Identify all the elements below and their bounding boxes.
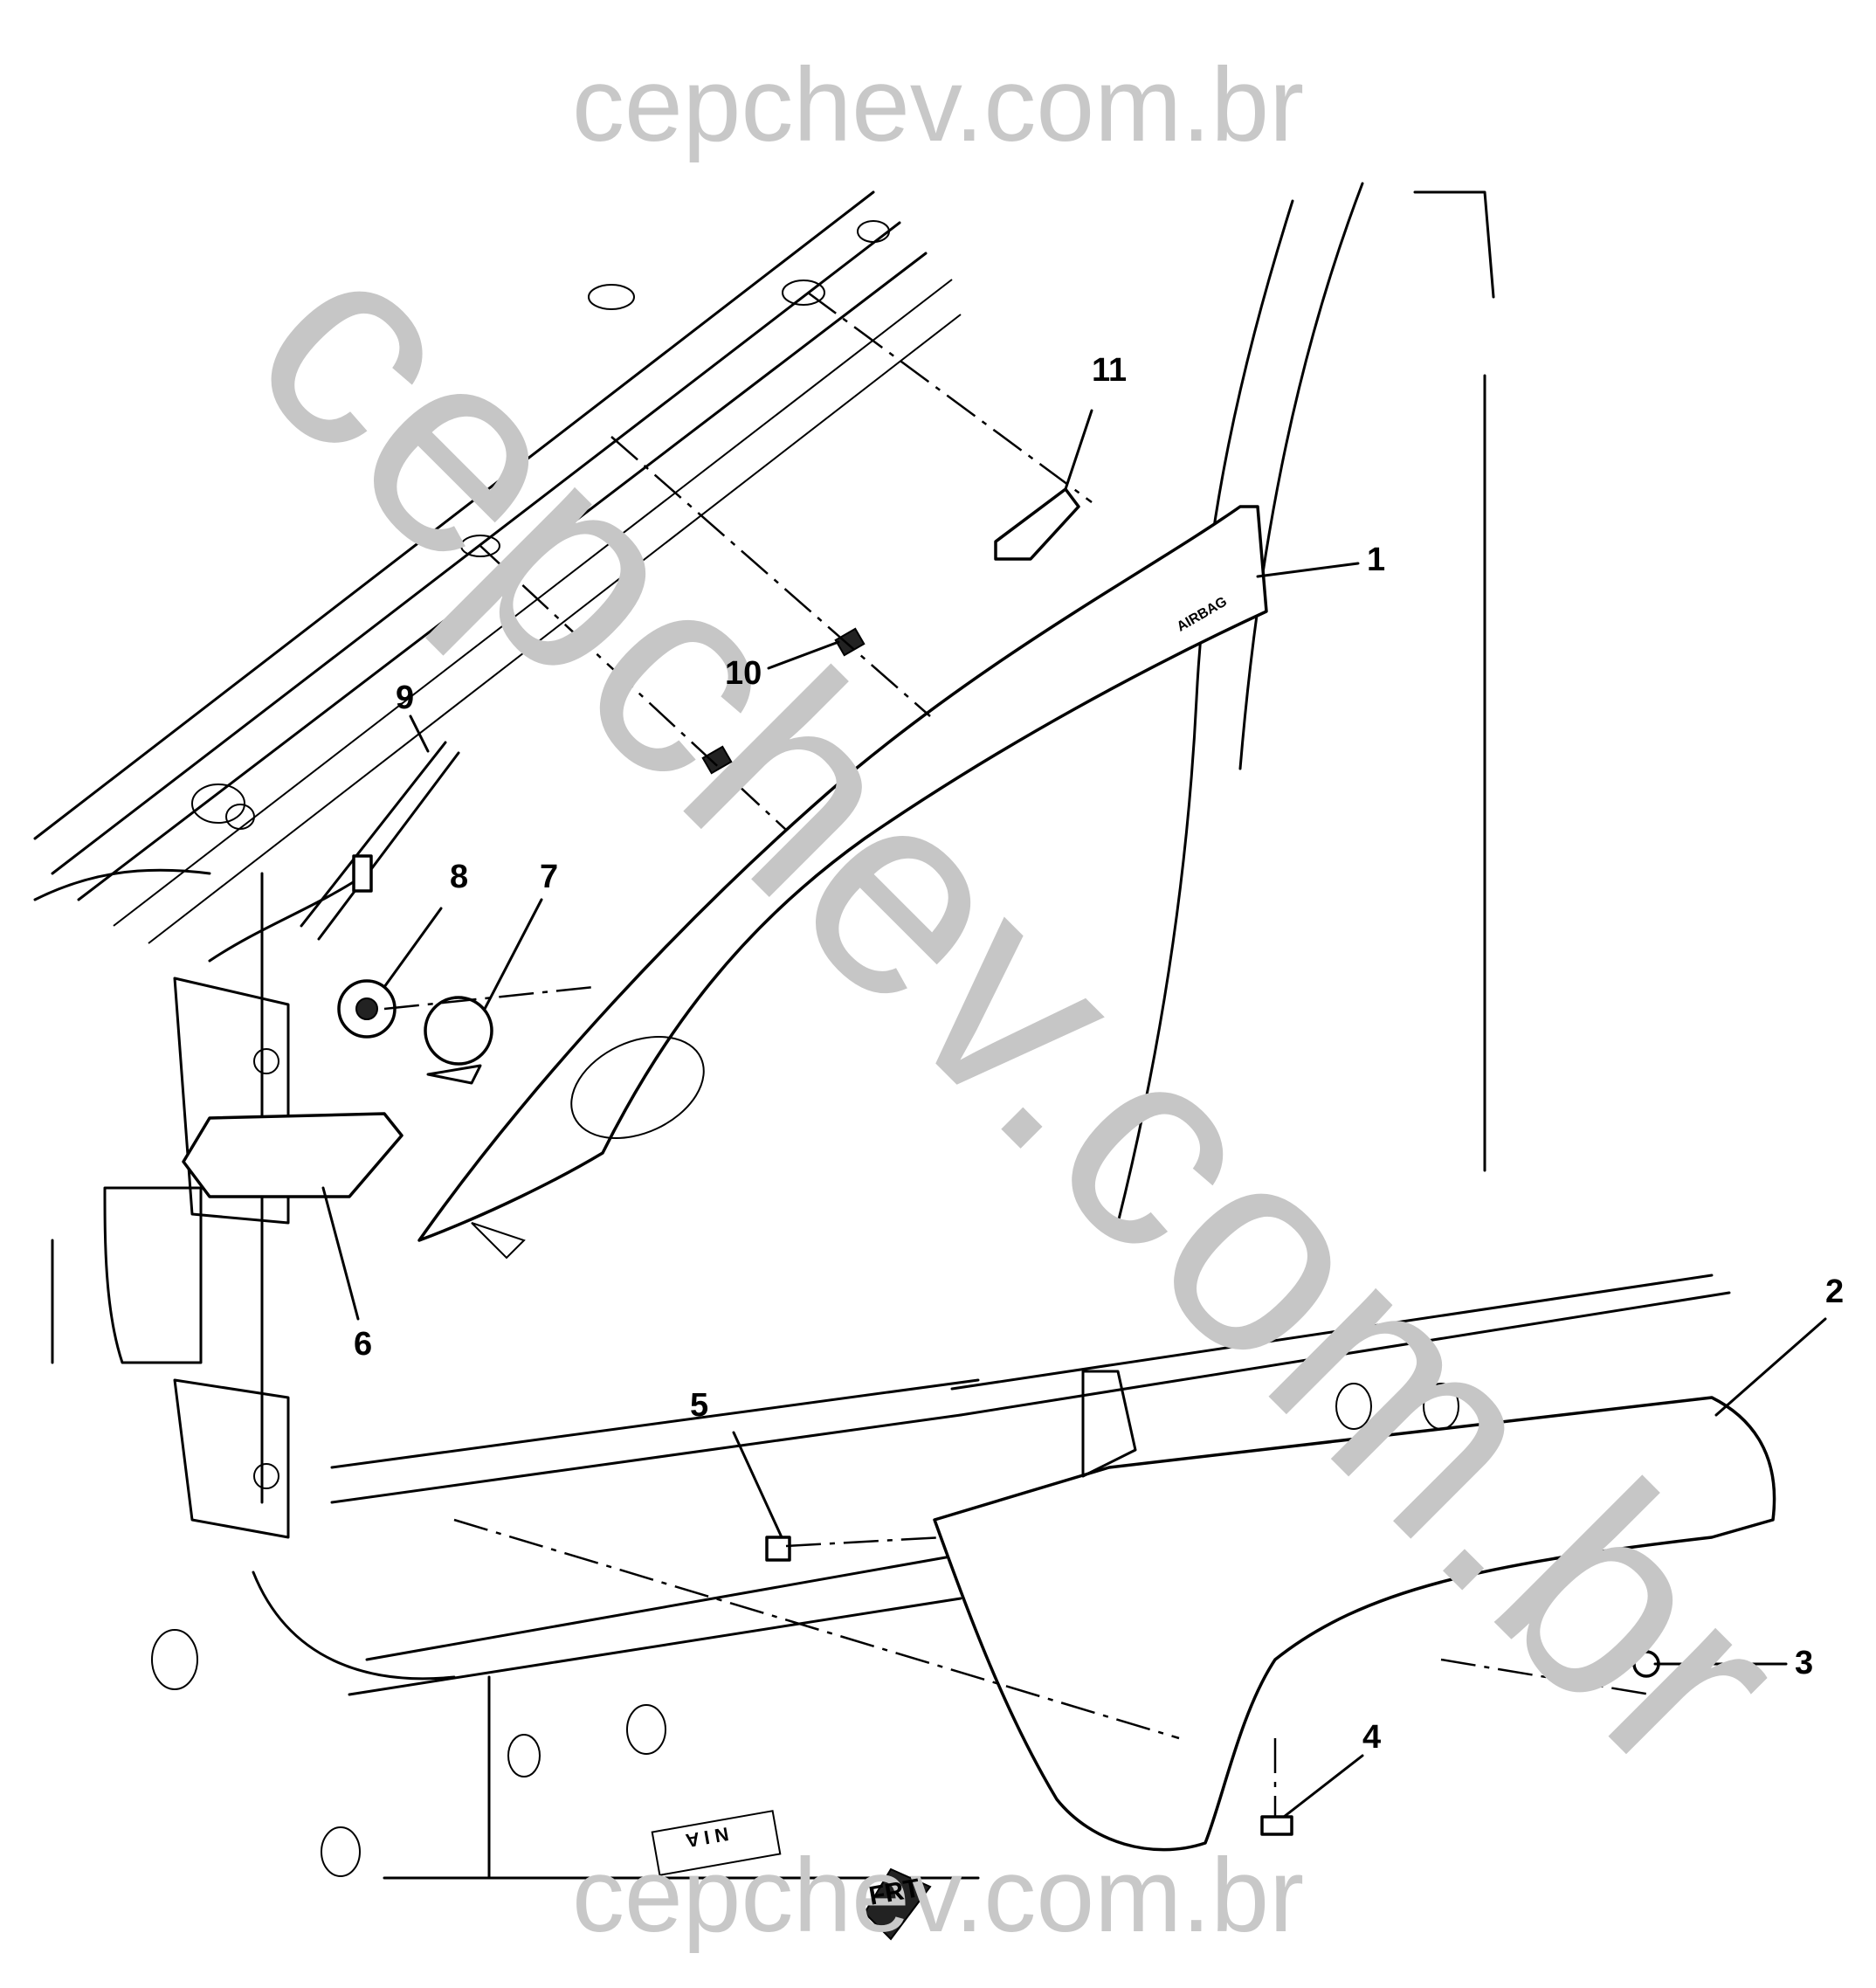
callout-8: 8 (450, 859, 469, 895)
leader-lines (321, 409, 1827, 1819)
speaker-grille (570, 1035, 705, 1140)
watermark-top: cepchev.com.br (571, 46, 1305, 163)
callout-9: 9 (396, 680, 415, 716)
clip-part-7 (424, 996, 493, 1085)
clip-part-8 (337, 979, 397, 1039)
callout-6: 6 (354, 1326, 373, 1363)
sill-plate-part (933, 1396, 1776, 1852)
roof-rail (33, 190, 962, 963)
body-structure (33, 182, 1731, 1880)
watermark-bottom: cepchev.com.br (571, 1837, 1305, 1954)
retainer-part-11 (994, 487, 1080, 561)
callout-3: 3 (1795, 1645, 1814, 1681)
callout-2: 2 (1825, 1274, 1845, 1310)
clip-part-10-lower (701, 745, 733, 775)
callout-1: 1 (1367, 542, 1386, 578)
assembly-lines (383, 291, 1652, 1817)
callout-7: 7 (540, 859, 559, 895)
callout-5: 5 (690, 1387, 709, 1424)
clip-part-4 (1260, 1815, 1293, 1836)
callout-10: 10 (725, 655, 762, 692)
clip-part-5 (765, 1536, 791, 1562)
callout-4: 4 (1362, 1719, 1382, 1756)
a-pillar-trim-part (417, 505, 1268, 1242)
hose-part-9 (300, 741, 447, 928)
front-arrow-icon (863, 1867, 932, 1941)
callout-11: 11 (1092, 352, 1128, 389)
block-part-6 (182, 1112, 403, 1198)
